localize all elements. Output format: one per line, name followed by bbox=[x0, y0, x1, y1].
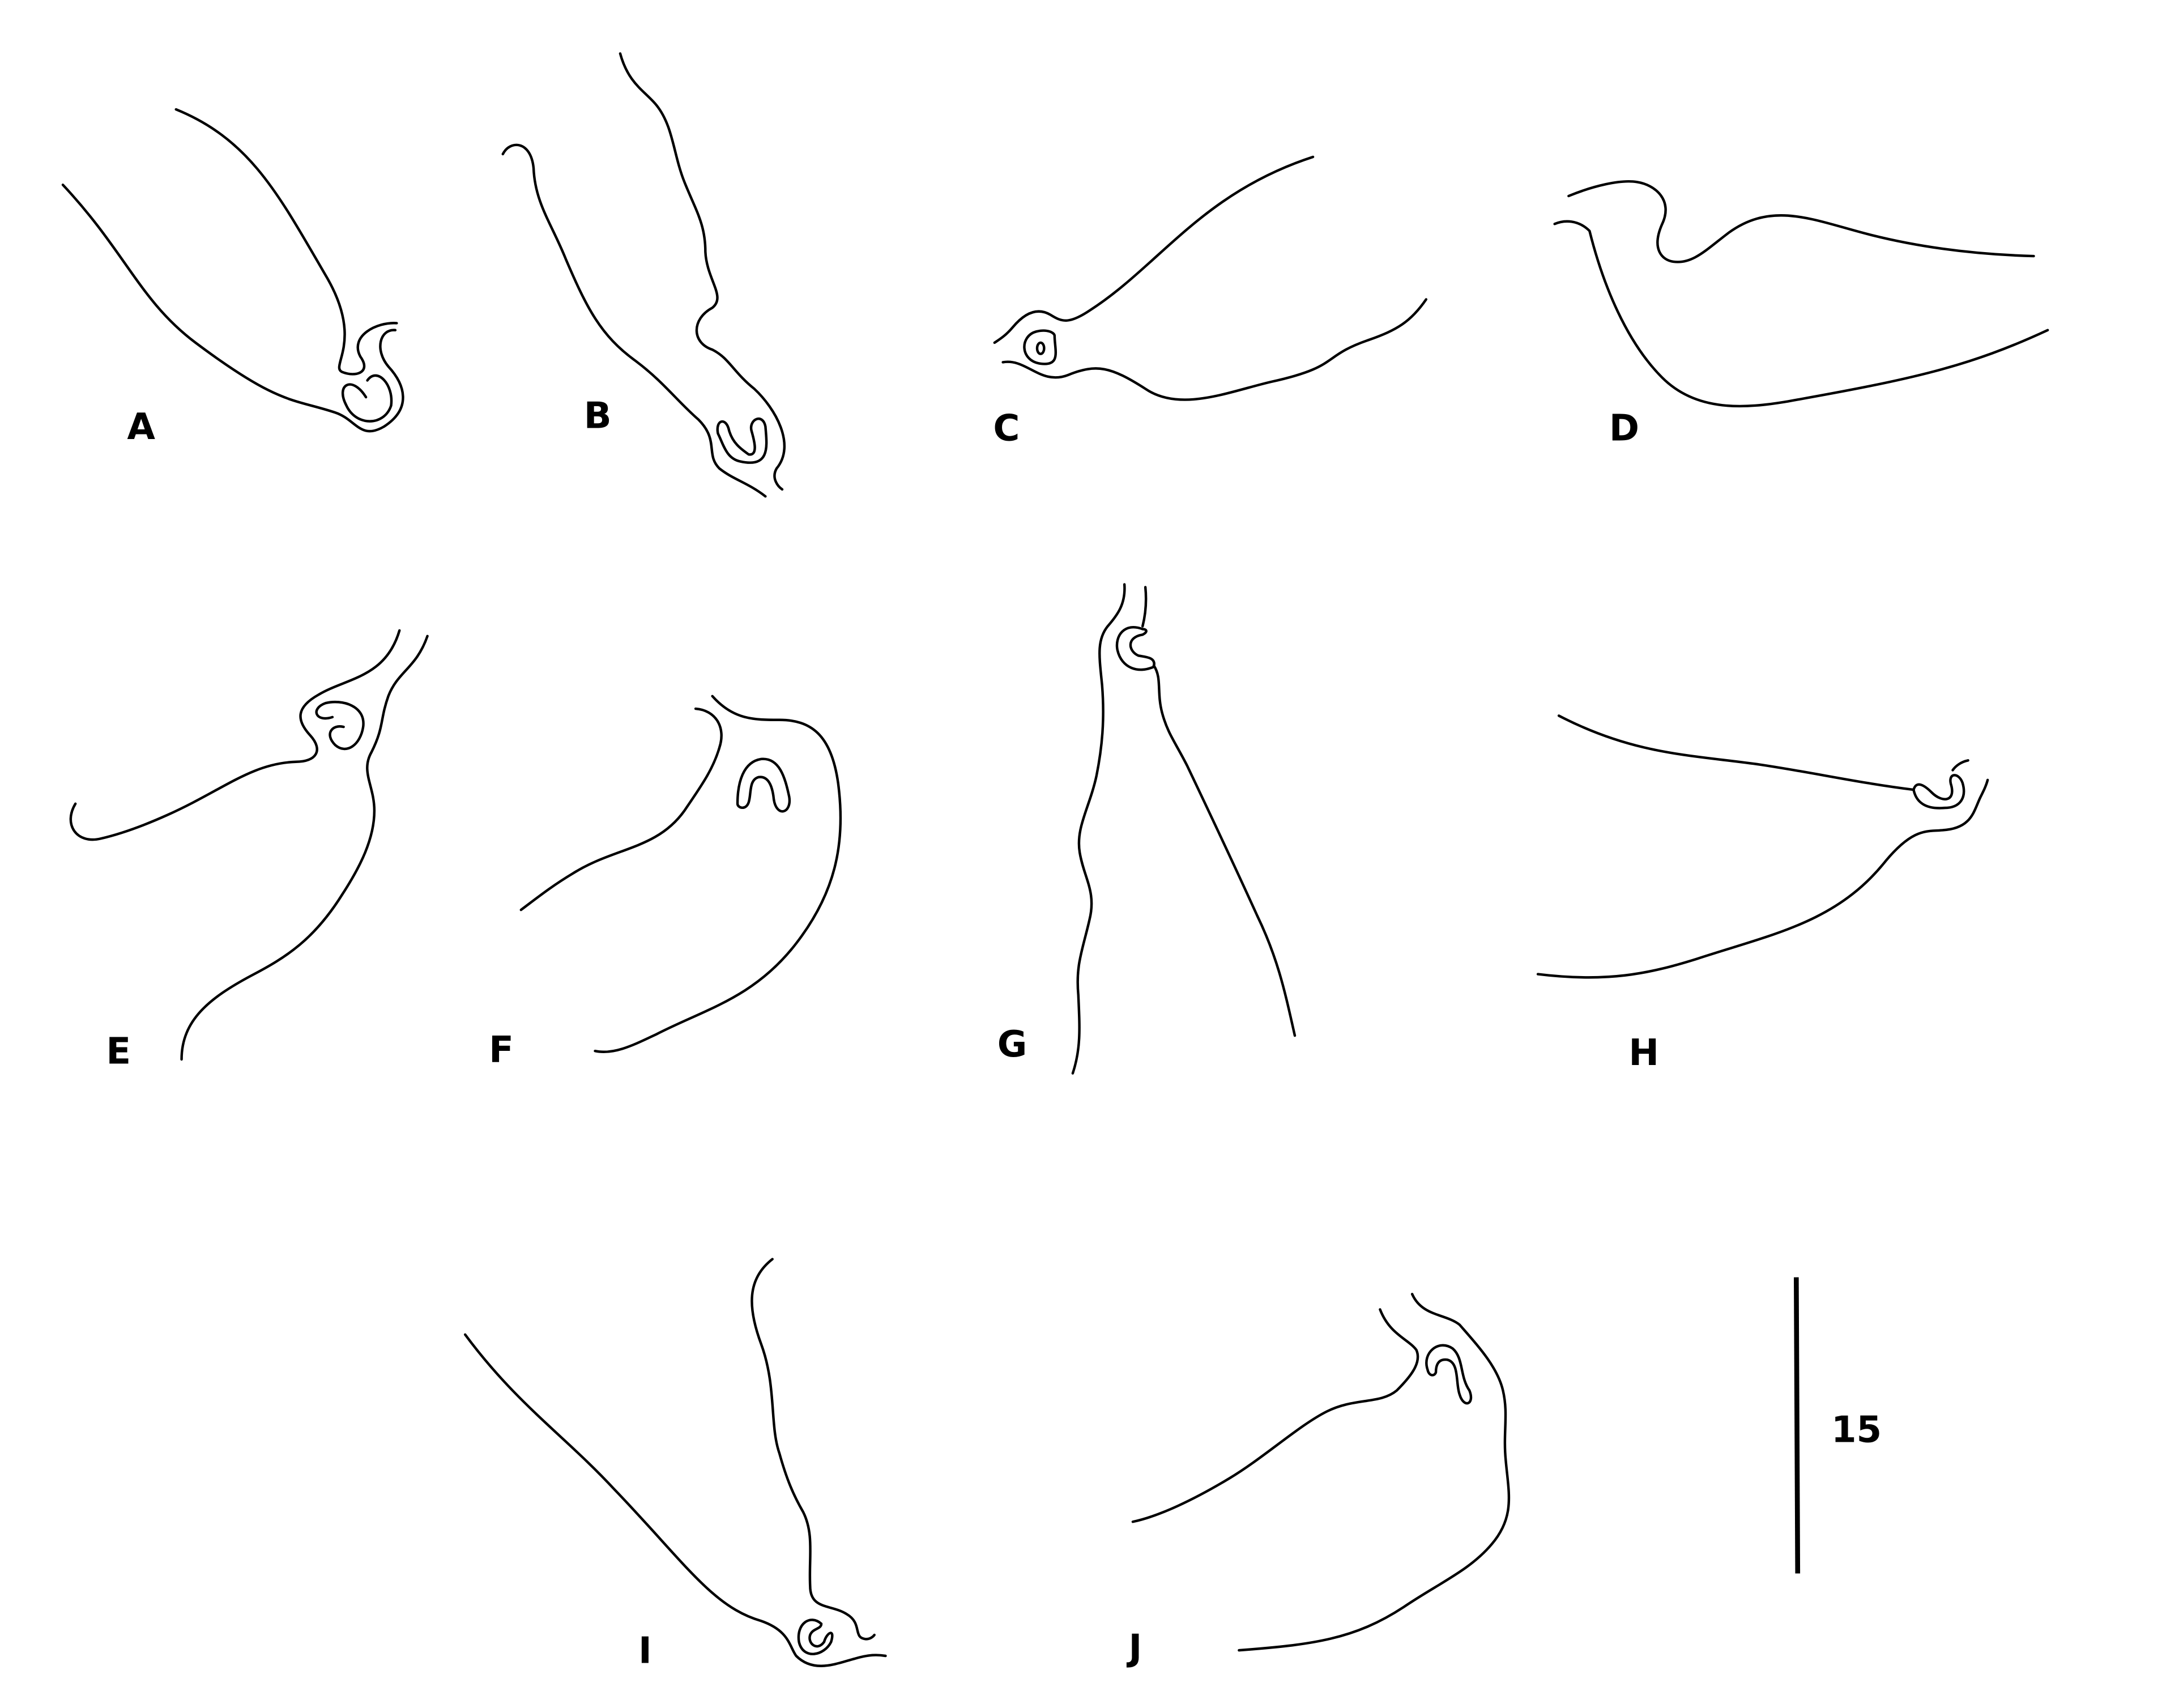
panel-c: C bbox=[993, 155, 1428, 450]
hook-j bbox=[1425, 1344, 1473, 1405]
panel-f: F bbox=[489, 695, 842, 1071]
panel-h: H bbox=[1536, 714, 1989, 1074]
outline-e-lower bbox=[180, 634, 429, 1061]
panel-label-e: E bbox=[106, 1030, 131, 1072]
panel-label-f: F bbox=[489, 1029, 514, 1071]
panel-d: D bbox=[1553, 180, 2049, 450]
hook-h bbox=[1912, 759, 1969, 810]
panel-label-b: B bbox=[584, 394, 612, 437]
spiral-b bbox=[716, 418, 768, 464]
panel-label-g: G bbox=[997, 1023, 1027, 1066]
outline-i-lower bbox=[463, 1333, 887, 1667]
outline-c-lower bbox=[1001, 298, 1428, 401]
panel-label-h: H bbox=[1628, 1032, 1659, 1074]
ring-c bbox=[1023, 329, 1057, 365]
outline-g bbox=[1071, 583, 1126, 1075]
panel-e: E bbox=[69, 629, 429, 1072]
spiral-e bbox=[315, 700, 365, 751]
panel-label-c: C bbox=[993, 407, 1020, 450]
panel-label-a: A bbox=[127, 406, 155, 448]
scale-bar-line bbox=[1793, 1277, 1801, 1574]
panel-a: A bbox=[61, 108, 404, 448]
panel-label-i: I bbox=[638, 1629, 652, 1672]
scale-bar: 15 bbox=[1793, 1277, 1882, 1574]
outline-j bbox=[1131, 1308, 1419, 1523]
panel-b: B bbox=[501, 52, 786, 498]
outline-h bbox=[1557, 714, 1915, 791]
outline-f-lower bbox=[594, 695, 842, 1053]
outline-i bbox=[751, 1258, 876, 1641]
spiral-i bbox=[797, 1618, 834, 1655]
outline-j-lower bbox=[1238, 1293, 1511, 1652]
outline-c bbox=[993, 155, 1315, 344]
outline-f bbox=[519, 707, 723, 911]
panel-g: G bbox=[997, 583, 1297, 1075]
pore-c bbox=[1035, 341, 1046, 355]
hook-g bbox=[1115, 626, 1155, 671]
scale-bar-label: 15 bbox=[1831, 1409, 1882, 1451]
outline-a-lower bbox=[61, 184, 404, 433]
panel-label-d: D bbox=[1609, 407, 1639, 450]
outline-h-lower bbox=[1536, 778, 1989, 979]
outline-a bbox=[174, 108, 398, 376]
hook-f bbox=[736, 757, 791, 813]
outline-d-lower bbox=[1553, 220, 2049, 408]
panel-label-j: J bbox=[1127, 1626, 1142, 1669]
outline-d bbox=[1567, 180, 2035, 263]
outline-e bbox=[69, 629, 401, 841]
panel-j: J bbox=[1127, 1293, 1511, 1669]
outline-b-lower bbox=[501, 143, 767, 498]
panel-i: I bbox=[463, 1258, 887, 1672]
outline-b bbox=[619, 52, 786, 491]
outline-g-lower bbox=[1141, 586, 1297, 1037]
spiral-a bbox=[341, 374, 393, 423]
